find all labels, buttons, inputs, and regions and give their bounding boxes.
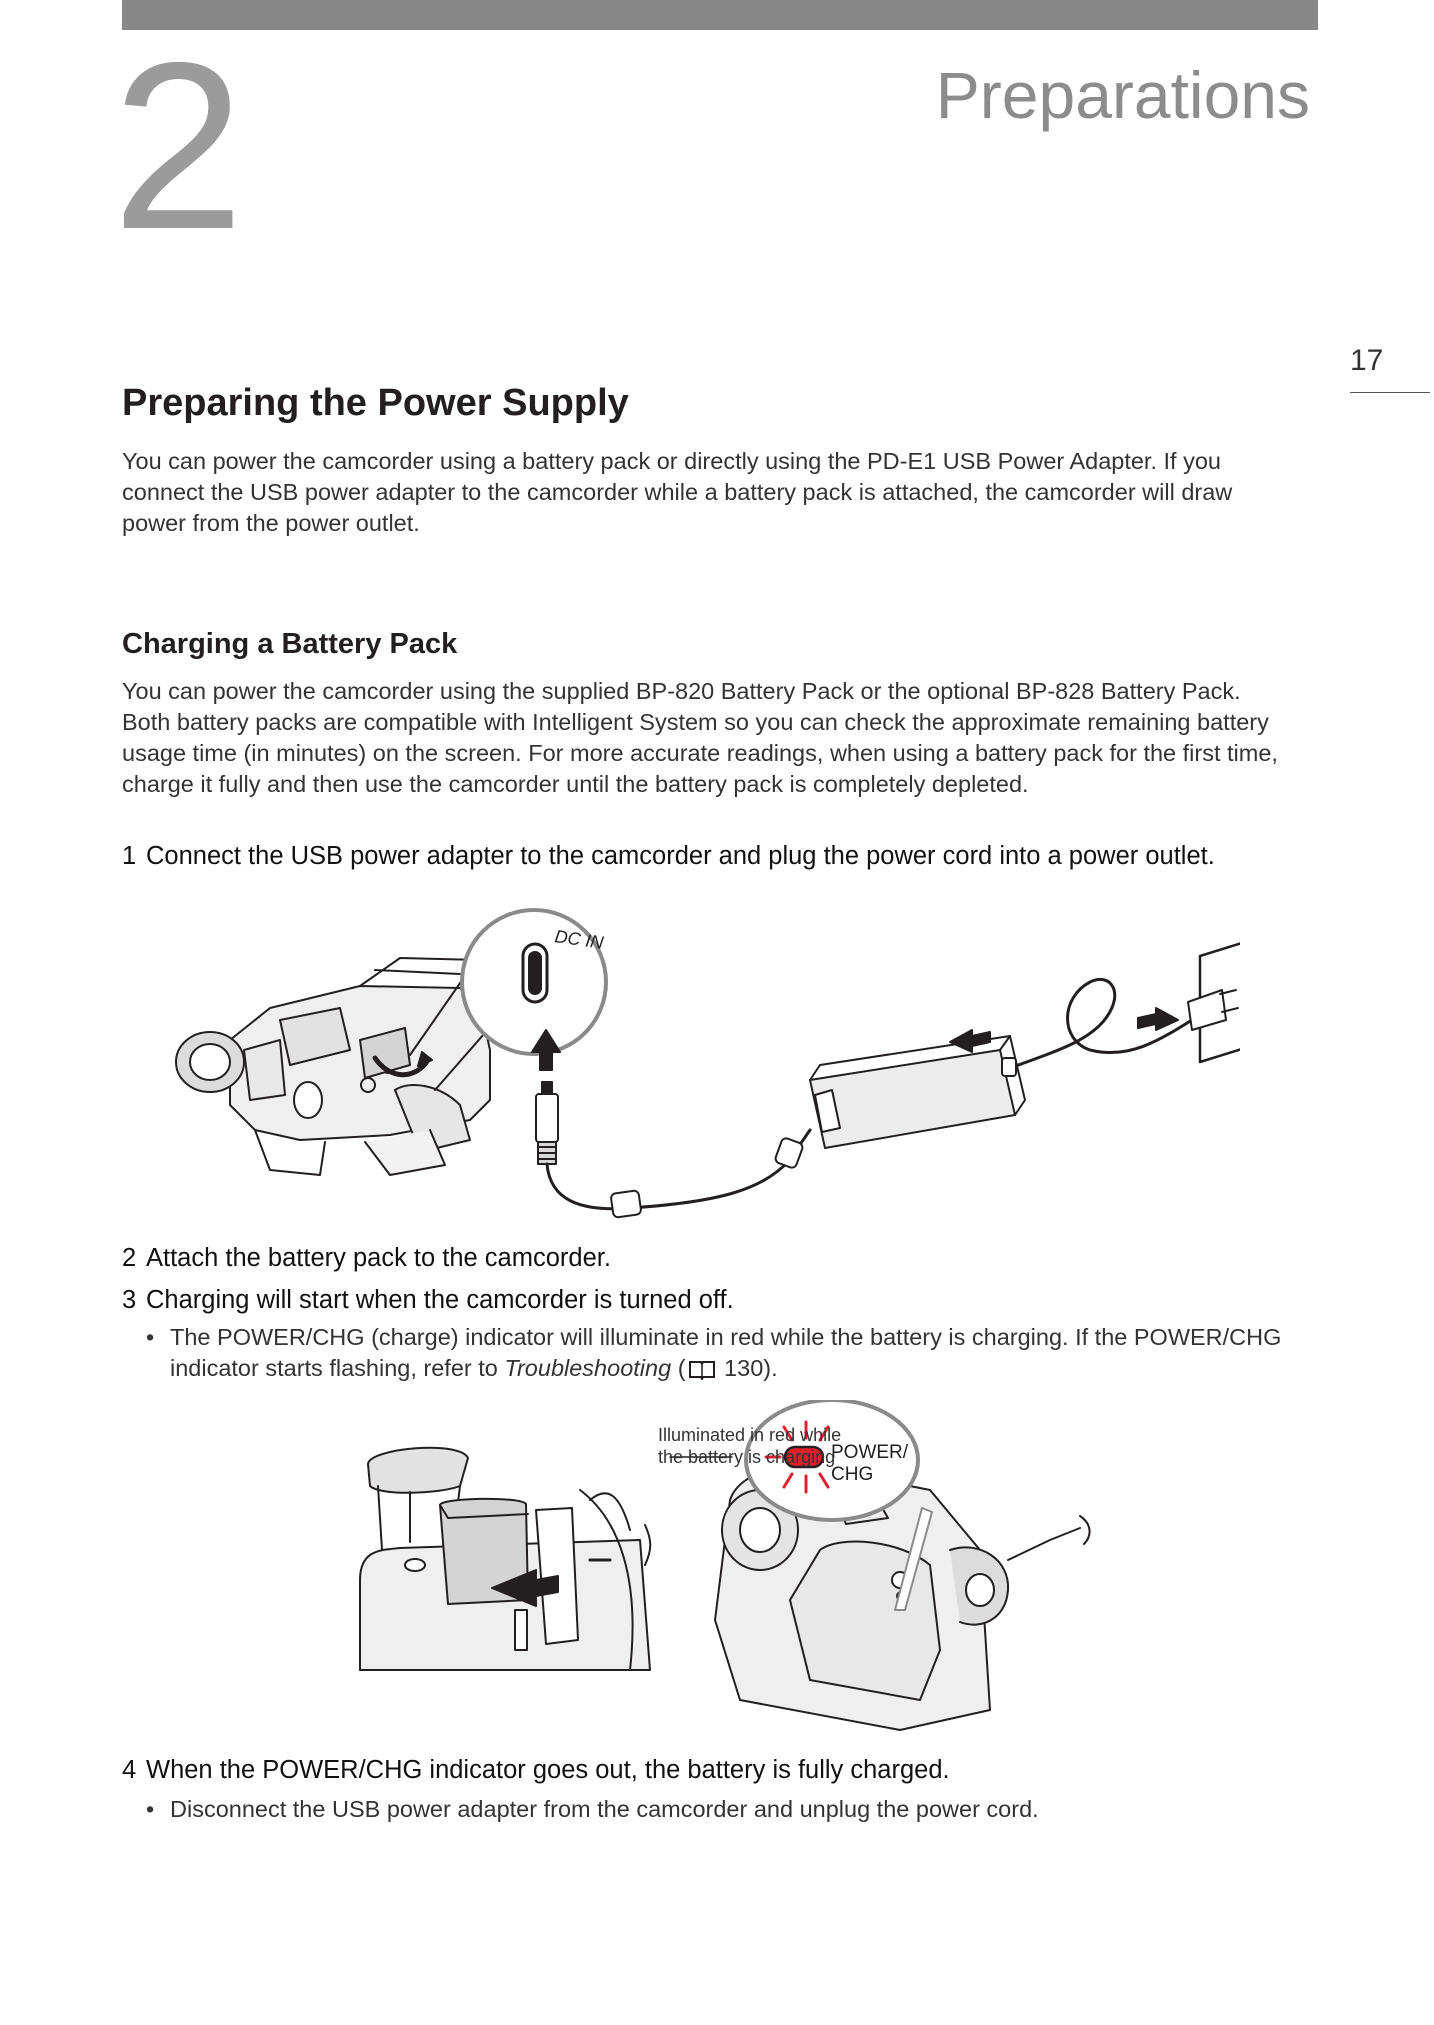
indicator-label-line-1: POWER/ [831, 1442, 909, 1463]
bullet-text-line: Disconnect the USB power adapter from th… [170, 1796, 1039, 1822]
bullet-dot: • [146, 1796, 155, 1822]
section-intro-line: connect the USB power adapter to the cam… [122, 479, 1233, 505]
step-3-bullet: • The POWER/CHG (charge) indicator will … [146, 1322, 1326, 1384]
step-number: 3 [122, 1286, 137, 1314]
step-text: When the POWER/CHG indicator goes out, t… [146, 1756, 950, 1784]
chapter-title: Preparations [935, 58, 1310, 132]
section-intro-line: power from the power outlet. [122, 510, 420, 536]
power-chg-magnifier: POWER/ CHG [744, 1400, 920, 1522]
step-4-bullet: • Disconnect the USB power adapter from … [146, 1794, 1326, 1825]
troubleshooting-link[interactable]: Troubleshooting [504, 1355, 672, 1381]
wall-outlet [1187, 942, 1240, 1064]
step-number: 4 [122, 1756, 137, 1784]
bullet-text-line: The POWER/CHG (charge) indicator will il… [170, 1324, 1282, 1350]
callout-line: the battery is charging [658, 1447, 836, 1467]
arrow-right-icon [1137, 1007, 1179, 1031]
usb-plug [535, 1081, 559, 1165]
arrow-left-icon [949, 1029, 991, 1053]
bullet-text-open: ( [671, 1355, 686, 1381]
subsection-intro: You can power the camcorder using the su… [122, 676, 1322, 800]
step-number: 1 [122, 842, 137, 870]
step-3: 3 Charging will start when the camcorder … [122, 1284, 1322, 1316]
chapter-header-bar [122, 0, 1318, 30]
step-text: Charging will start when the camcorder i… [146, 1286, 734, 1314]
page-number: 17 [1350, 344, 1384, 377]
step-1: 1 Connect the USB power adapter to the ca… [122, 840, 1322, 872]
section-intro: You can power the camcorder using a batt… [122, 446, 1322, 539]
figure-battery-charge-indicator: POWER/ CHG [359, 1400, 1091, 1731]
indicator-label-line-2: CHG [831, 1464, 873, 1485]
subsection-intro-line: Both battery packs are compatible with I… [122, 709, 1269, 735]
subsection-intro-line: usage time (in minutes) on the screen. F… [122, 740, 1278, 766]
step-4: 4 When the POWER/CHG indicator goes out, … [122, 1754, 1322, 1786]
power-chg-indicator-light [783, 1445, 825, 1469]
figure-connect-power-adapter: DC IN [175, 908, 1240, 1219]
camcorder-illustration [175, 957, 516, 1176]
arrow-up-icon [531, 1029, 561, 1071]
camcorder-rear-illustration [359, 1446, 652, 1671]
page-number-rule [1350, 392, 1430, 393]
bullet-dot: • [146, 1324, 155, 1350]
bullet-text-line: indicator starts flashing, refer to Trou… [170, 1353, 1326, 1384]
section-intro-line: You can power the camcorder using a batt… [122, 448, 1221, 474]
usb-power-adapter [809, 1035, 1026, 1149]
step-text: Connect the USB power adapter to the cam… [146, 842, 1215, 870]
subsection-intro-line: charge it fully and then use the camcord… [122, 771, 1029, 797]
indicator-callout: Illuminated in red while the battery is … [658, 1424, 841, 1468]
step-text: Attach the battery pack to the camcorder… [146, 1244, 611, 1272]
reference-page: 130). [717, 1355, 778, 1381]
bullet-text-pre: indicator starts flashing, refer to [170, 1355, 505, 1381]
step-number: 2 [122, 1244, 137, 1272]
chapter-number: 2 [112, 14, 244, 279]
subsection-intro-line: You can power the camcorder using the su… [122, 678, 1241, 704]
book-reference-icon [688, 1361, 715, 1380]
callout-line: Illuminated in red while [658, 1425, 842, 1445]
step-2: 2 Attach the battery pack to the camcorde… [122, 1242, 1322, 1274]
section-title: Preparing the Power Supply [122, 382, 629, 424]
subsection-title: Charging a Battery Pack [122, 628, 458, 660]
